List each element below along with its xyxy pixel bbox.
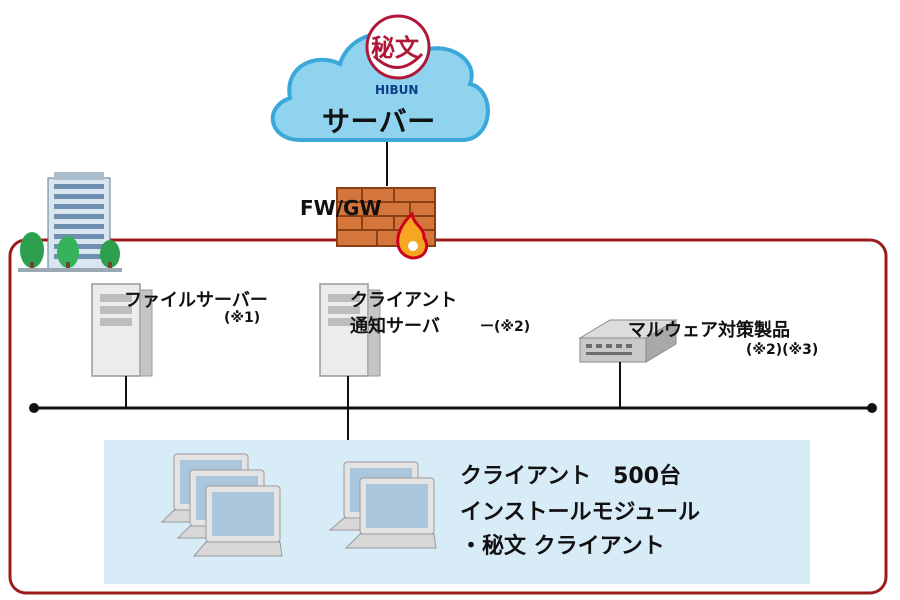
laptop-group-left-icon	[160, 453, 283, 557]
malware-label: マルウェア対策製品	[628, 320, 790, 341]
malware-note: (※2)(※3)	[746, 342, 819, 358]
firewall-label: FW/GW	[300, 196, 382, 220]
file-server-label: ファイルサーバー	[124, 290, 268, 311]
clients-module-label: ・秘文 クライアント	[460, 534, 665, 559]
hibun-brand-text: HIBUN	[375, 83, 419, 97]
file-server-icon	[91, 283, 153, 377]
notify-server-icon	[319, 283, 381, 377]
firewall-icon	[336, 187, 436, 260]
backbone-end-left	[29, 403, 39, 413]
laptop-group-right-icon	[328, 461, 437, 549]
file-server-note: (※1)	[224, 310, 261, 326]
notify-server-note: ー(※2)	[480, 319, 531, 335]
office-building-icon	[18, 172, 122, 272]
malware-appliance-icon	[578, 319, 678, 363]
clients-count-label: クライアント 500台	[460, 464, 682, 489]
backbone-end-right	[867, 403, 877, 413]
notify-server-label-line2: 通知サーバ	[350, 316, 440, 337]
network-boundary	[8, 238, 888, 595]
cloud-server-title: サーバー	[322, 105, 436, 138]
hibun-logo-text: 秘文	[371, 33, 419, 62]
hibun-logo-icon	[365, 14, 431, 80]
clients-install-label: インストールモジュール	[460, 500, 701, 525]
notify-server-label-line1: クライアント	[350, 290, 458, 311]
